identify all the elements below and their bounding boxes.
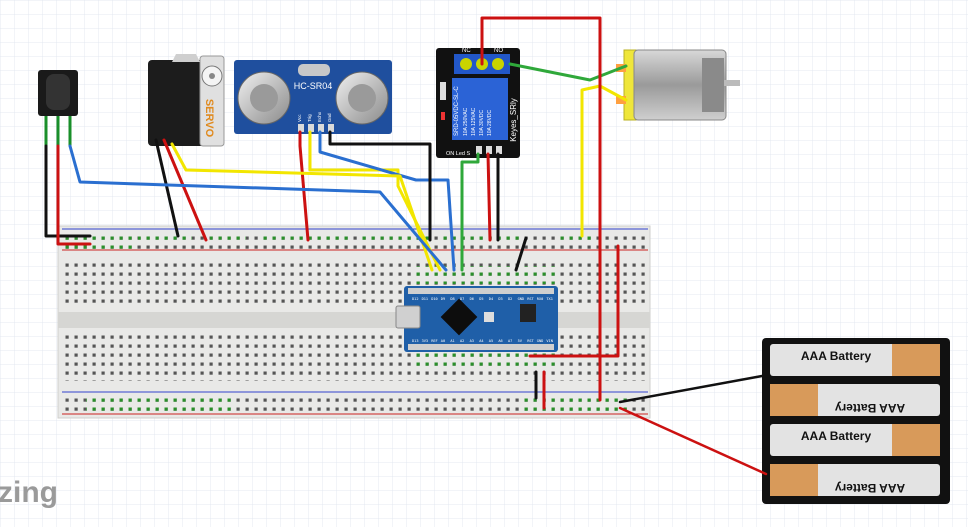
servo-icon: SERVO xyxy=(148,54,225,147)
wire-red-relay-loop xyxy=(480,16,602,402)
relay-pins-label: ON Led S xyxy=(446,151,470,157)
battery-label: AAA Battery xyxy=(801,429,872,443)
ultrasonic-label: HC-SR04 xyxy=(294,81,333,91)
nano-pin-label: A2 xyxy=(460,339,464,343)
nano-pin-label: D3 xyxy=(498,297,502,301)
wire-red-ir-vcc xyxy=(56,144,92,246)
nano-pin-label: D10 xyxy=(431,297,438,301)
wire-yellow-motor xyxy=(580,84,628,238)
wire-black-nano-gnd xyxy=(514,236,528,272)
nano-pin-label: 5V xyxy=(518,339,523,343)
dc-motor-icon xyxy=(616,49,740,121)
wire-green-relay-motor xyxy=(508,62,628,82)
relay-module-label: Keyes_SRly xyxy=(509,98,518,142)
servo-label: SERVO xyxy=(203,99,215,138)
nano-pin-label: D11 xyxy=(422,297,429,301)
us-pin-echo: Echo xyxy=(317,111,322,122)
ultrasonic-sensor-icon: HC-SR04 Vcc Trig Echo Gnd xyxy=(234,60,392,134)
nano-pin-label: D8 xyxy=(450,297,454,301)
nano-pin-label: A7 xyxy=(508,339,512,343)
wire-black-servo-gnd xyxy=(154,138,180,238)
nano-pin-label: A5 xyxy=(489,339,493,343)
nano-pin-label: GND xyxy=(537,339,544,343)
nano-pin-label: A4 xyxy=(479,339,483,343)
wire-black-ir-gnd xyxy=(44,144,92,238)
wire-red-nano-vin xyxy=(528,244,620,358)
battery-cell: AAA Battery xyxy=(770,424,940,456)
battery-cell: AAA Battery xyxy=(770,344,940,376)
wire-red-us-vcc xyxy=(298,130,310,242)
relay-rating-3: 10A 30VDC xyxy=(479,109,485,136)
nano-pin-label: D13 xyxy=(412,339,419,343)
nano-pin-label: TX1 xyxy=(546,297,553,301)
wire-black-us-gnd xyxy=(328,130,432,242)
wire-blue-us-echo xyxy=(318,130,456,272)
relay-rating-4: 10A 28VDC xyxy=(487,109,493,136)
us-pin-gnd: Gnd xyxy=(327,113,332,122)
battery-cell: AAA Battery xyxy=(770,384,940,416)
relay-nc-label: NC xyxy=(462,48,471,54)
wire-black-battery xyxy=(618,374,764,404)
nano-pin-label: D4 xyxy=(489,297,493,301)
nano-pin-label: D5 xyxy=(479,297,483,301)
battery-cell: AAA Battery xyxy=(770,464,940,496)
nano-pin-label: A6 xyxy=(498,339,502,343)
nano-pin-label: D2 xyxy=(508,297,512,301)
nano-pin-label: RST xyxy=(527,297,534,301)
fritzing-wordmark: zing xyxy=(0,476,58,509)
wire-red-servo-vcc xyxy=(162,138,208,242)
breadboard xyxy=(57,225,651,419)
nano-pin-label: A1 xyxy=(450,339,454,343)
relay-rating-2: 10A 125VAC xyxy=(471,107,477,136)
nano-pin-label: A0 xyxy=(441,339,445,343)
wire-red-relay-vcc xyxy=(486,152,492,242)
nano-pin-label: D7 xyxy=(460,297,464,301)
nano-pin-label: A3 xyxy=(470,339,474,343)
nano-pin-label: D6 xyxy=(470,297,474,301)
relay-model: SRD-05VDC-SL-C xyxy=(454,86,460,136)
us-pin-vcc: Vcc xyxy=(297,114,302,122)
nano-pin-label: VIN xyxy=(546,339,553,343)
nano-pin-label: RST xyxy=(527,339,534,343)
nano-pin-label: REF xyxy=(431,339,438,343)
us-pin-trig: Trig xyxy=(307,114,312,122)
nano-pin-label: 3V3 xyxy=(422,339,429,343)
relay-no-label: NO xyxy=(494,48,503,54)
wire-blue-ir-signal xyxy=(68,144,448,272)
relay-module-icon: NC NO SRD-05VDC-SL-C 10A 250VAC 10A 125V… xyxy=(436,48,520,158)
battery-label: AAA Battery xyxy=(801,349,872,363)
nano-pin-label: RX0 xyxy=(537,297,544,301)
ir-receiver-icon xyxy=(38,70,78,146)
relay-rating-1: 10A 250VAC xyxy=(463,107,469,136)
nano-pin-label: GND xyxy=(518,297,525,301)
battery-label: AAA Battery xyxy=(835,401,906,415)
wire-red-battery xyxy=(618,406,768,476)
wire-green-relay-signal xyxy=(460,152,480,272)
nano-pin-label: D9 xyxy=(441,297,445,301)
wires xyxy=(44,16,768,476)
nano-pin-label: D12 xyxy=(412,297,419,301)
wire-yellow-servo-signal xyxy=(170,142,434,272)
battery-label: AAA Battery xyxy=(835,481,906,495)
